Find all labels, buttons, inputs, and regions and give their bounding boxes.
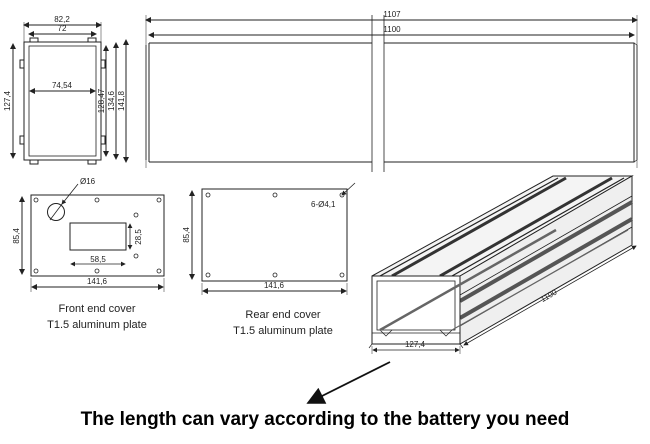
dim-72: 72 bbox=[58, 24, 67, 33]
dim-127-4: 127,4 bbox=[3, 90, 12, 111]
front-cover-caption: Front end cover bbox=[58, 303, 135, 315]
break-lines bbox=[371, 15, 385, 172]
profile-outline bbox=[23, 41, 102, 161]
cross-section-view bbox=[10, 22, 129, 165]
front-cover-material: T1.5 aluminum plate bbox=[47, 319, 147, 331]
dim-74-54: 74,54 bbox=[52, 81, 73, 90]
rear-cover-caption: Rear end cover bbox=[245, 309, 321, 321]
rear-cover-mount-holes bbox=[205, 192, 345, 278]
front-cover-hole bbox=[47, 203, 65, 221]
dim-134-6: 134,6 bbox=[107, 90, 116, 111]
dim-1100: 1100 bbox=[383, 25, 401, 34]
side-slots bbox=[19, 59, 106, 145]
dim-front-141-6: 141,6 bbox=[87, 277, 108, 286]
dim-128-47: 128,47 bbox=[97, 88, 106, 113]
dim-rear-141-6: 141,6 bbox=[264, 281, 285, 290]
dim-front-28-5: 28,5 bbox=[134, 229, 143, 245]
dim-1107: 1107 bbox=[383, 10, 401, 19]
dim-line-iso-1100 bbox=[463, 245, 637, 346]
rear-cover-view bbox=[189, 182, 356, 295]
dim-front-85-4: 85,4 bbox=[12, 228, 21, 244]
corner-lips bbox=[29, 37, 97, 165]
dim-front-hole-dia: Ø16 bbox=[80, 177, 96, 186]
dim-82-2: 82,2 bbox=[54, 15, 70, 24]
dim-141-8: 141,8 bbox=[117, 90, 126, 111]
profile-inner bbox=[28, 45, 97, 157]
side-view bbox=[145, 15, 638, 172]
front-cover-mount-holes bbox=[33, 197, 162, 274]
dim-rear-holes: 6-Ø4,1 bbox=[311, 200, 336, 209]
profile-body bbox=[149, 42, 635, 163]
rear-cover-plate bbox=[201, 188, 348, 282]
front-cover-view bbox=[19, 183, 165, 292]
front-cover-plate bbox=[30, 194, 165, 277]
dim-rear-85-4: 85,4 bbox=[182, 227, 191, 243]
rear-cover-material: T1.5 aluminum plate bbox=[233, 325, 333, 337]
dim-iso-127-4: 127,4 bbox=[405, 340, 426, 349]
bottom-caption: The length can vary according to the bat… bbox=[80, 409, 570, 430]
isometric-view bbox=[368, 175, 637, 354]
pointer-arrow bbox=[306, 361, 391, 404]
front-cover-window bbox=[69, 222, 127, 251]
dim-front-58-5: 58,5 bbox=[90, 255, 106, 264]
